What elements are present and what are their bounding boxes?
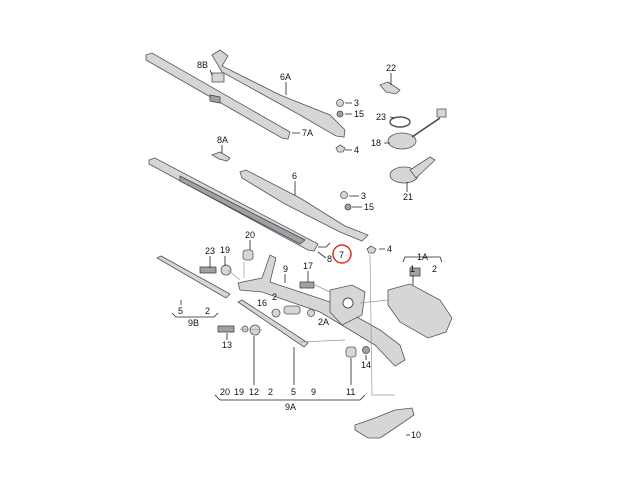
nut-4b[interactable] [366,245,377,254]
joint-2[interactable] [283,305,301,315]
motor-seal-18[interactable] [387,108,447,150]
label-7A: 7A [302,128,313,138]
label-8A: 8A [217,135,228,145]
label-9A-20: 20 [220,387,230,397]
bolt-17[interactable] [299,281,315,289]
bush-16[interactable] [271,308,281,318]
bush-11[interactable] [345,346,357,358]
nut-14[interactable] [362,346,370,354]
label-9A-12: 12 [249,387,259,397]
label-15: 15 [354,109,364,119]
label-9A-11: 11 [346,387,355,397]
highlight-circle [332,244,352,264]
label-1: 1 [410,264,415,274]
bush-19[interactable] [220,264,232,276]
label-17: 17 [303,261,313,271]
ring-23[interactable] [389,116,411,128]
clip-8A[interactable] [211,151,231,162]
label-2-motor: 2 [432,264,437,274]
label-1A: 1A [417,252,428,262]
link-rod-5-9B[interactable] [156,255,231,299]
label-5: 5 [178,306,183,316]
wiper-arm-6[interactable] [239,169,369,242]
label-2A: 2A [318,317,329,327]
label-9A-19: 19 [234,387,244,397]
label-3-lower: 3 [361,191,366,201]
clip-22[interactable] [379,81,401,95]
label-9A: 9A [285,402,296,412]
label-20: 20 [245,230,255,240]
label-7-highlighted[interactable]: 7 [339,250,344,260]
label-8B: 8B [197,60,208,70]
bush-2A[interactable] [307,309,315,317]
label-16: 16 [257,298,267,308]
label-4: 4 [354,145,359,155]
label-10: 10 [411,430,421,440]
label-9A-9: 9 [311,387,316,397]
label-9A-2: 2 [268,387,273,397]
nut-15a[interactable] [336,110,344,118]
wiper-blade-7A[interactable] [145,52,291,140]
label-23-lower: 23 [205,246,215,256]
label-14: 14 [361,360,371,370]
label-2-joint: 2 [272,292,277,302]
label-3: 3 [354,98,359,108]
bracket-21[interactable] [389,156,436,184]
wiper-blade-7[interactable] [148,157,319,252]
label-9A-5: 5 [291,387,296,397]
bracket-10[interactable] [354,407,415,439]
cap-3a[interactable] [336,99,344,107]
label-2-9B: 2 [205,306,210,316]
clip-8B[interactable] [211,72,225,83]
label-8: 8 [327,254,332,264]
nut-15b[interactable] [344,203,352,211]
label-6: 6 [292,171,297,181]
label-18: 18 [371,138,381,148]
wiper-arm-6A[interactable] [211,49,346,138]
bolt-13[interactable] [217,325,249,333]
label-9B: 9B [188,318,199,328]
bolt-23[interactable] [199,266,217,274]
label-23: 23 [376,112,386,122]
label-19: 19 [220,245,230,255]
bush-20[interactable] [242,249,254,261]
linkage-9[interactable] [237,254,406,367]
label-9: 9 [283,264,288,274]
label-4-lower: 4 [387,244,392,254]
label-15-lower: 15 [364,202,374,212]
label-13: 13 [222,340,232,350]
label-6A: 6A [280,72,291,82]
label-21: 21 [403,192,413,202]
label-22: 22 [386,63,396,73]
cap-3b[interactable] [340,191,348,199]
wiper-motor-1[interactable] [387,267,453,339]
nut-4a[interactable] [335,144,346,153]
link-rod-5-9A[interactable] [237,299,309,348]
